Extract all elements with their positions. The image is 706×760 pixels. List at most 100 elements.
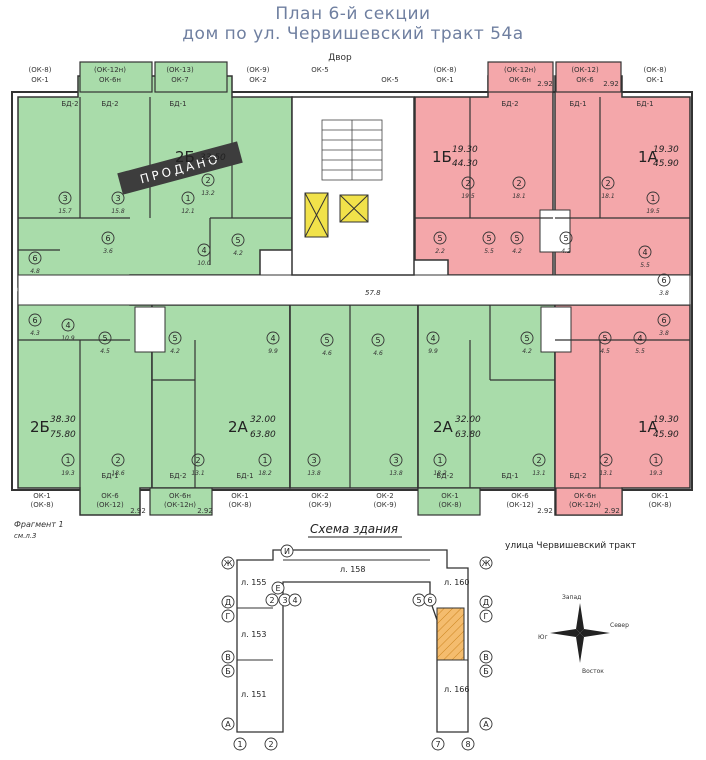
balcony-area: 2.92: [603, 80, 619, 88]
compass: Запад Север Восток Юг: [538, 594, 629, 675]
room-area: 19.5: [646, 208, 660, 215]
room-number: 2: [465, 179, 470, 188]
partitions: [18, 97, 690, 488]
svg-text:2А: 2А: [228, 418, 249, 436]
svg-text:1А: 1А: [638, 148, 659, 166]
axis-marker: Г: [221, 609, 235, 623]
svg-text:19.30: 19.30: [653, 145, 679, 155]
window-tag: ОК-6: [511, 492, 529, 500]
svg-text:2: 2: [269, 596, 274, 605]
balcony: [555, 61, 622, 93]
yard-label: Двор: [328, 53, 352, 63]
svg-text:Север: Север: [610, 622, 629, 629]
room-number: 2: [605, 179, 610, 188]
room-marker: 213.1: [191, 453, 205, 477]
axis-marker: Ж: [221, 556, 235, 570]
room-marker: 54.2: [510, 231, 524, 255]
room-area: 10.9: [61, 335, 75, 342]
svg-text:л. 153: л. 153: [241, 630, 266, 639]
room-marker: 55.5: [482, 231, 496, 255]
svg-text:л. 158: л. 158: [340, 565, 365, 574]
room-marker: 112.1: [181, 191, 195, 215]
svg-text:В: В: [225, 653, 231, 662]
room-number: 5: [102, 334, 107, 343]
window-tag: ОК-6: [101, 492, 119, 500]
fragment-sub: см.л.3: [14, 532, 37, 540]
room-marker: 54.2: [520, 331, 534, 355]
room-number: 3: [115, 194, 120, 203]
room-area: 13.2: [201, 190, 215, 197]
balcony: [154, 61, 228, 93]
room-number: 2: [195, 456, 200, 465]
svg-text:45.90: 45.90: [653, 159, 679, 169]
svg-text:А: А: [483, 720, 489, 729]
svg-text:Д: Д: [483, 598, 489, 607]
room-area: 2.2: [435, 248, 445, 255]
svg-text:л. 155: л. 155: [241, 578, 266, 587]
apartment-2a-center[interactable]: [289, 304, 419, 489]
svg-text:1Б: 1Б: [432, 148, 452, 166]
room-marker: 45.5: [633, 331, 647, 355]
svg-text:7: 7: [435, 740, 440, 749]
room-area: 4.3: [30, 330, 40, 337]
window-tag: ОК-2: [311, 492, 328, 500]
window-tag: ОК-1: [651, 492, 668, 500]
apartment-2a-left[interactable]: [151, 304, 291, 489]
window-tag: ОК-1: [441, 492, 458, 500]
balcony: [79, 61, 153, 93]
room-number: 1: [262, 456, 267, 465]
balcony: [417, 487, 481, 516]
room-number: 5: [324, 336, 329, 345]
room-area: 18.6: [111, 470, 125, 477]
axis-marker: В: [479, 650, 493, 664]
svg-text:2А: 2А: [433, 418, 454, 436]
axis-marker: 2: [264, 737, 278, 751]
window-tag: (ОК-8): [644, 66, 667, 74]
svg-text:6: 6: [427, 596, 432, 605]
room-area: 4.2: [561, 248, 571, 255]
room-marker: 315.7: [58, 191, 72, 215]
svg-text:А: А: [225, 720, 231, 729]
room-number: 1: [185, 194, 190, 203]
balcony-tag: БД-1: [569, 100, 586, 108]
room-area: 4.5: [100, 348, 110, 355]
svg-text:75.80: 75.80: [50, 430, 76, 440]
room-area: 9.9: [428, 348, 438, 355]
room-area: 5.5: [635, 348, 645, 355]
room-number: 3: [62, 194, 67, 203]
window-tag: (ОК-9): [374, 501, 397, 509]
room-number: 2: [536, 456, 541, 465]
room-number: 6: [661, 276, 666, 285]
window-tags: (ОК-8)ОК-1(ОК-12н)ОК-6н(ОК-13)ОК-7(ОК-9)…: [29, 66, 672, 515]
svg-text:2Б: 2Б: [30, 418, 50, 436]
room-number: 5: [172, 334, 177, 343]
room-marker: 118.2: [258, 453, 272, 477]
room-area: 13.1: [191, 470, 204, 477]
axis-marker: 3: [278, 593, 292, 607]
room-marker: 218.1: [601, 176, 615, 200]
plan-title: План 6-й секции: [275, 4, 431, 24]
apartment-1b[interactable]: [414, 75, 554, 276]
window-tag: ОК-6н: [509, 76, 531, 84]
window-tag: ОК-1: [436, 76, 453, 84]
room-marker: 45.5: [638, 245, 652, 269]
apartment-1a-bottom[interactable]: [554, 304, 691, 516]
window-tag: (ОК-8): [229, 501, 252, 509]
window-tag: (ОК-12н): [94, 66, 126, 74]
room-area: 13.1: [599, 470, 612, 477]
room-number: 4: [642, 248, 647, 257]
axis-marker: Б: [479, 664, 493, 678]
svg-text:32.00: 32.00: [455, 415, 481, 425]
room-number: 5: [524, 334, 529, 343]
svg-text:33.50: 33.50: [200, 153, 226, 163]
window-tag: ОК-1: [231, 492, 248, 500]
room-marker: 49.9: [426, 331, 440, 355]
section-6-highlight: [436, 607, 465, 661]
svg-text:63.80: 63.80: [250, 430, 276, 440]
room-area: 3.8: [659, 330, 669, 337]
balcony-tag: БД-2: [101, 100, 118, 108]
room-number: 5: [486, 234, 491, 243]
room-marker: 64.3: [28, 313, 42, 337]
axis-marker: А: [221, 717, 235, 731]
scheme-section-labels: л. 155 л. 153 л. 151 л. 158 л. 160 л. 16…: [241, 565, 469, 699]
